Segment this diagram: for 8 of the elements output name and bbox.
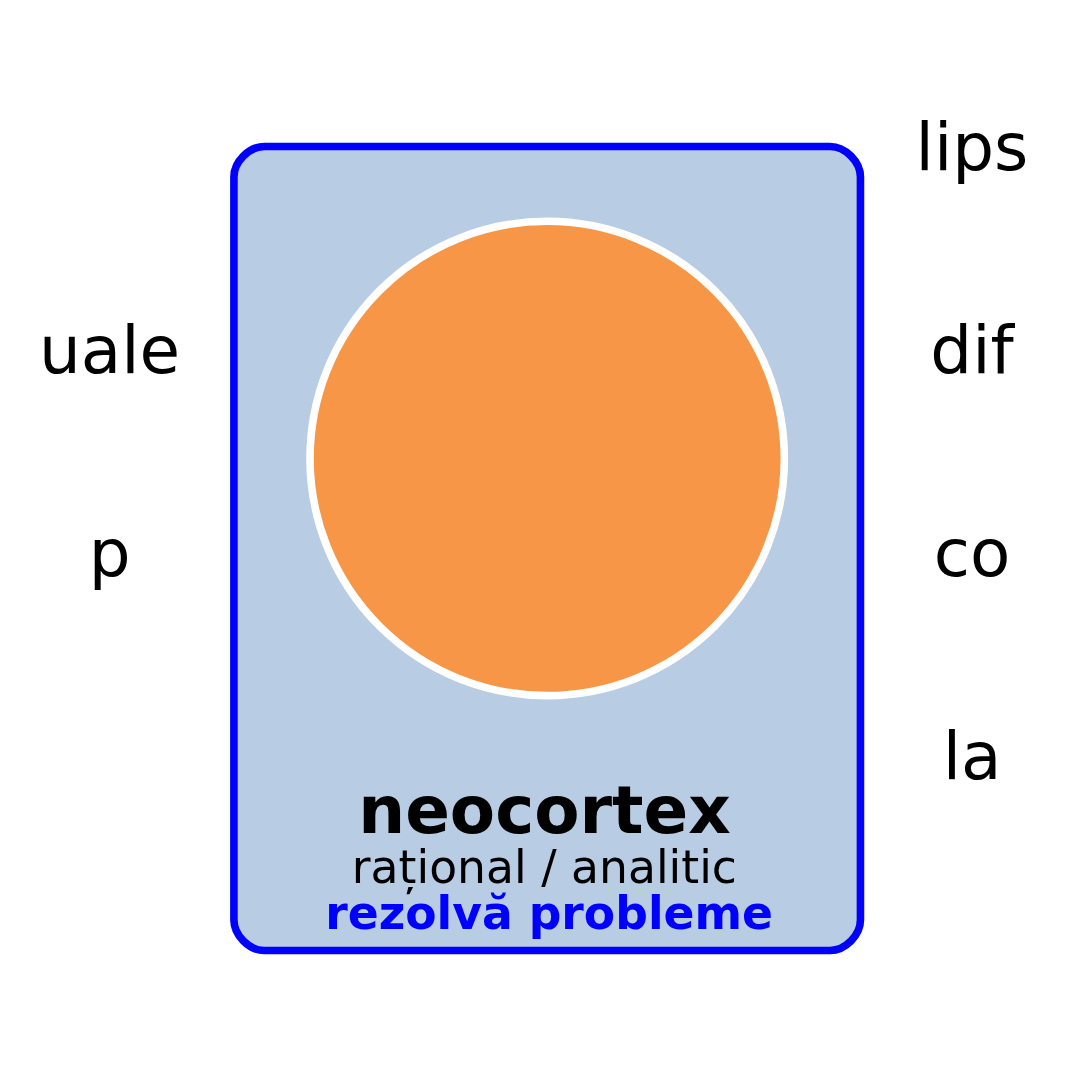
label: p xyxy=(88,514,131,592)
node-circle xyxy=(306,217,789,700)
label: la xyxy=(942,717,1002,795)
label: dif xyxy=(930,311,1014,389)
label: lips xyxy=(915,109,1029,187)
label: uale xyxy=(39,311,181,389)
label: co xyxy=(933,514,1011,592)
cluster: neocortex rațional / analitic rezolvă probleme xyxy=(230,142,865,955)
